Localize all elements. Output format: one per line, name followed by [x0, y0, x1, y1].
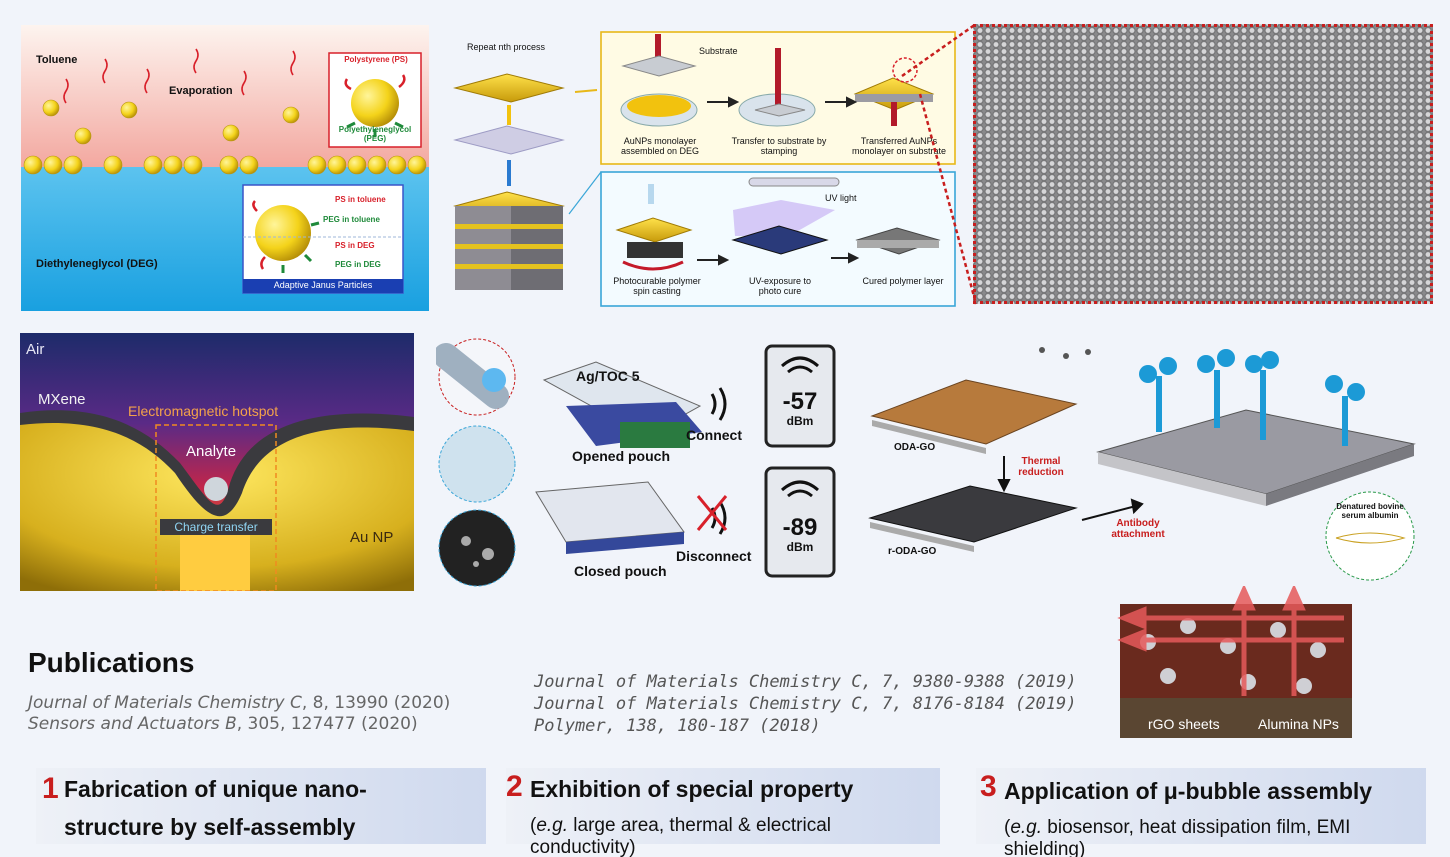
odago-label: ODA-GO	[894, 442, 936, 453]
janus-particle-panel: Toluene Evaporation Polystyrene (PS) Pol…	[21, 25, 429, 311]
peg-deg-label: PEG in DEG	[335, 260, 381, 269]
pub-left-2-rest: , 305, 127477 (2020)	[236, 714, 418, 734]
step5-label: UV-exposure to photo cure	[748, 276, 812, 296]
footer-1-number: 1	[42, 772, 59, 805]
janus-particle-figure	[21, 25, 429, 311]
footer-2-line1: Exhibition of special property	[530, 776, 854, 802]
substrate-label: Substrate	[699, 46, 738, 56]
publications-title: Publications	[28, 647, 195, 678]
signal-unit-connected: dBm	[786, 414, 814, 428]
step3-label: Transferred AuNPs monolayer on substrate	[851, 136, 947, 156]
uv-light-label: UV light	[825, 193, 857, 203]
footer-2-sub-em: e.g.	[536, 815, 569, 836]
connect-label: Connect	[686, 427, 742, 443]
pub-left-1-rest: , 8, 13990 (2020)	[301, 693, 451, 713]
footer-3-sub-rest: biosensor, heat dissipation film, EMI sh…	[1004, 817, 1351, 857]
hotspot-label: Electromagnetic hotspot	[128, 403, 279, 419]
janus-label: Adaptive Janus Particles	[273, 280, 373, 290]
publications-left: Journal of Materials Chemistry C, 8, 139…	[28, 693, 450, 735]
denatured-label: Denatured bovine serum albumin	[1336, 502, 1404, 520]
pub-right-1: Journal of Materials Chemistry C, 7, 938…	[534, 672, 1077, 692]
thermal-reduction-label: Thermal reduction	[1018, 456, 1064, 478]
agtoc-label: Ag/TOC 5	[576, 368, 640, 384]
step6-label: Cured polymer layer	[862, 276, 944, 286]
ps-label: Polystyrene (PS)	[344, 55, 408, 64]
biosensor-panel: ODA-GO Thermal reduction r-ODA-GO Antibo…	[866, 340, 1426, 585]
pub-right-3: Polymer, 138, 180-187 (2018)	[534, 716, 821, 736]
charge-transfer-label: Charge transfer	[174, 520, 258, 534]
disconnect-label: Disconnect	[676, 548, 752, 564]
evaporation-label: Evaporation	[169, 85, 233, 97]
pub-left-1: Journal of Materials Chemistry C, 8, 139…	[28, 693, 450, 714]
pouch-panel: Ag/TOC 5 Opened pouch Closed pouch Conne…	[436, 336, 840, 590]
analyte-label: Analyte	[186, 443, 237, 460]
mxene-label: MXene	[38, 391, 86, 408]
pub-left-1-journal: Journal of Materials Chemistry C	[28, 693, 302, 713]
pub-right-2: Journal of Materials Chemistry C, 7, 817…	[534, 694, 1077, 714]
repeat-label: Repeat nth process	[467, 42, 546, 52]
pouch-figure	[436, 338, 836, 587]
footer-card-2: 2 Exhibition of special property (e.g. l…	[506, 768, 940, 857]
antibody-label: Antibody attachment	[1111, 518, 1165, 540]
mxene-panel: Air MXene Electromagnetic hotspot Analyt…	[20, 333, 414, 591]
alumina-label: Alumina NPs	[1258, 716, 1339, 732]
opened-pouch-label: Opened pouch	[572, 448, 670, 464]
step4-label: Photocurable polymer spin casting	[613, 276, 701, 296]
aunp-label: Au NP	[350, 529, 394, 546]
mxene-figure	[20, 333, 414, 591]
process-panel: Repeat nth process Substrate AuNPs monol…	[445, 30, 965, 310]
toluene-label: Toluene	[36, 54, 78, 66]
footer-3-line1: Application of μ-bubble assembly	[1004, 778, 1373, 804]
air-label: Air	[26, 341, 45, 358]
footer-3-sub-em: e.g.	[1010, 817, 1043, 838]
footer-card-3: 3 Application of μ-bubble assembly (e.g.…	[976, 768, 1426, 857]
footer-2-number: 2	[506, 770, 523, 803]
footer-2-sub: (e.g. large area, thermal & electrical c…	[530, 815, 831, 857]
ps-deg-label: PS in DEG	[335, 241, 375, 250]
footer-1-line2: structure by self-assembly	[64, 814, 356, 840]
peg-toluene-label: PEG in toluene	[323, 215, 380, 224]
biosensor-figure	[868, 347, 1416, 581]
step2-label: Transfer to substrate by stamping	[731, 136, 827, 156]
footer-2-sub-rest: large area, thermal & electrical conduct…	[530, 815, 831, 857]
process-figure	[453, 31, 956, 307]
closed-pouch-label: Closed pouch	[574, 563, 667, 579]
footer-1-line1: Fabrication of unique nano-	[64, 776, 367, 802]
sem-image	[973, 24, 1433, 304]
ps-toluene-label: PS in toluene	[335, 195, 386, 204]
peg-label: Polyethyleneglycol (PEG)	[338, 125, 412, 143]
footer-3-sub: (e.g. biosensor, heat dissipation film, …	[1004, 817, 1426, 857]
rgo-figure	[1117, 586, 1352, 738]
signal-value-connected: -57	[782, 388, 818, 415]
footer-card-1: 1 Fabrication of unique nano- structure …	[36, 768, 486, 844]
zoom-lines	[901, 24, 978, 305]
deg-label: Diethyleneglycol (DEG)	[36, 258, 158, 270]
rgo-panel: rGO sheets Alumina NPs	[1108, 586, 1364, 738]
signal-value-disconnected: -89	[782, 514, 818, 541]
step1-label: AuNPs monolayer assembled on DEG	[620, 136, 700, 156]
footer-3-number: 3	[980, 770, 997, 803]
pub-left-2-journal: Sensors and Actuators B	[28, 714, 237, 734]
rgo-label: rGO sheets	[1148, 716, 1220, 732]
publications-right: Journal of Materials Chemistry C, 7, 938…	[534, 671, 1076, 737]
signal-unit-disconnected: dBm	[786, 540, 814, 554]
pub-left-2: Sensors and Actuators B, 305, 127477 (20…	[28, 714, 450, 735]
rodago-label: r-ODA-GO	[888, 546, 937, 557]
